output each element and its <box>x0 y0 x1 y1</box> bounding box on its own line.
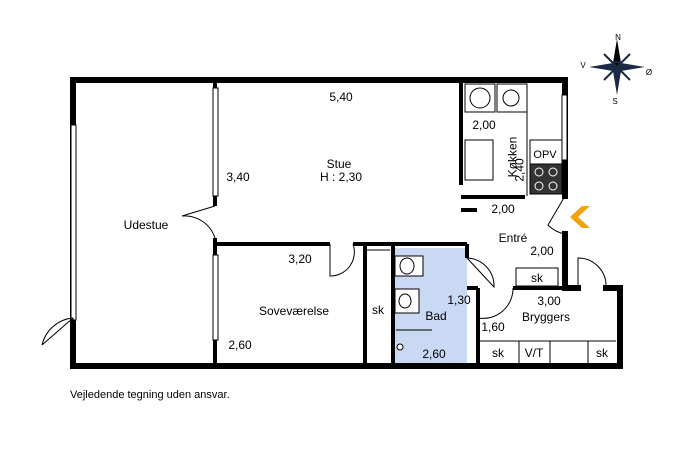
room-bad-label: Bad <box>425 309 447 323</box>
entre-closet-label: sk <box>531 271 543 285</box>
room-kokken-dim-top: 2,00 <box>472 118 496 132</box>
compass-south-label: S <box>612 97 618 106</box>
inner-walls <box>213 80 565 366</box>
kitchen-fixtures <box>464 83 563 196</box>
compass-west-label: V <box>580 61 586 70</box>
bryggers-vt-label: V/T <box>524 346 544 360</box>
room-entre-dim-side: 2,00 <box>530 244 554 258</box>
entrance-arrow-icon <box>570 206 590 228</box>
closets <box>365 249 616 364</box>
disclaimer-text: Vejledende tegning uden ansvar. <box>70 389 230 401</box>
windows <box>70 87 568 341</box>
compass-east-label: Ø <box>645 68 653 77</box>
room-bryggers-label: Bryggers <box>521 310 571 324</box>
compass-north-label: N <box>615 33 621 42</box>
doors <box>41 195 607 348</box>
room-sovevaerelse-dim-side: 2,60 <box>228 338 252 352</box>
room-bad-dim-side: 1,30 <box>447 293 471 307</box>
room-entre-dim-top: 2,00 <box>491 202 515 216</box>
bathroom-fixtures <box>394 255 432 351</box>
sovevaerelse-closet-label: sk <box>372 303 384 317</box>
room-udestue-label: Udestue <box>123 218 169 232</box>
room-sovevaerelse-dim-top: 3,20 <box>288 252 312 266</box>
room-stue-dim-top: 5,40 <box>329 90 353 104</box>
room-entre-label: Entré <box>498 231 528 245</box>
room-stue-height: H : 2,30 <box>319 170 363 184</box>
room-stue-dim-side: 3,40 <box>226 170 250 184</box>
room-stue-label: Stue <box>326 157 352 171</box>
bryggers-closet-3-label: sk <box>596 346 608 360</box>
room-bad-dim-bottom: 2,60 <box>422 347 446 361</box>
room-sovevaerelse-label: Soveværelse <box>258 304 330 318</box>
room-bryggers-dim-top: 3,00 <box>537 294 561 308</box>
room-bryggers-dim-side: 1,60 <box>481 320 505 334</box>
bryggers-closet-1-label: sk <box>492 346 504 360</box>
kokken-appliance-label: OPV <box>533 149 557 161</box>
compass-rose-icon <box>589 39 645 95</box>
room-kokken-dim-side: 2,40 <box>512 158 527 182</box>
